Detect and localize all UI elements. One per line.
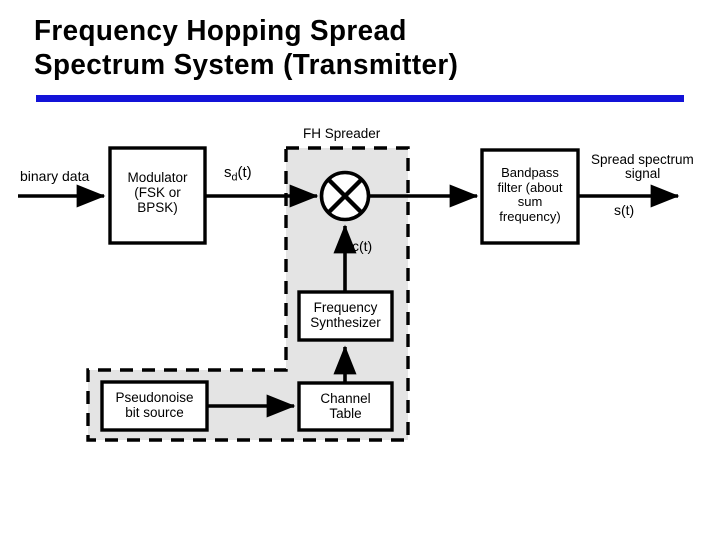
bandpass-line-4: frequency) [499, 208, 561, 224]
label-modulated-tail: (t) [237, 164, 252, 181]
synthesizer-line-2: Synthesizer [310, 315, 381, 330]
modulator-line-1: Modulator [127, 170, 188, 185]
title-underline-rule [36, 95, 684, 102]
block-pseudonoise-source [100, 380, 209, 432]
fh-spreader-shading [88, 148, 408, 440]
block-frequency-synthesizer [297, 290, 394, 342]
block-channel-table [297, 381, 394, 432]
label-modulated-symbol: s [224, 164, 232, 181]
label-modulated-signal: sd(t) [224, 164, 252, 183]
label-binary-data: binary data [20, 168, 90, 184]
synthesizer-line-1: Frequency [313, 300, 378, 315]
block-label-modulator: Modulator (FSK or BPSK) [110, 170, 205, 215]
page-title-line-1: Frequency Hopping Spread [34, 15, 407, 47]
block-label-channel-table: Channel Table [299, 391, 392, 421]
channel-table-line-2: Table [329, 406, 362, 421]
mixer-multiplier-symbol [319, 170, 371, 222]
page-title: Frequency Hopping Spread Spectrum System… [34, 14, 694, 82]
channel-table-line-1: Channel [320, 391, 371, 406]
signal-paths [18, 184, 680, 418]
block-rectangles [100, 146, 580, 432]
block-label-bandpass-filter: Bandpass filter (about sum frequency) [474, 165, 586, 224]
page-title-line-2: Spectrum System (Transmitter) [34, 49, 459, 81]
pseudonoise-line-1: Pseudonoise [115, 390, 194, 405]
block-label-pseudonoise-source: Pseudonoise bit source [102, 390, 207, 420]
block-bandpass-filter [480, 148, 580, 245]
fh-spreader-dashed-outline [86, 146, 410, 442]
fh-spreader-group-label: FH Spreader [303, 126, 381, 141]
label-output-name-line-1: Spread spectrum [591, 152, 694, 167]
block-modulator [108, 146, 207, 245]
modulator-line-2: (FSK or [134, 185, 181, 200]
bandpass-line-1: Bandpass [501, 165, 559, 180]
block-label-frequency-synthesizer: Frequency Synthesizer [292, 300, 399, 330]
label-output-symbol: s(t) [614, 202, 635, 218]
pseudonoise-line-2: bit source [125, 405, 184, 420]
label-modulated-subscript: d [231, 171, 238, 184]
modulator-line-3: BPSK) [137, 200, 178, 215]
label-hop-code: c(t) [352, 238, 373, 254]
label-output-name-line-2: signal [625, 166, 661, 181]
bandpass-line-2: filter (about [497, 179, 563, 195]
bandpass-line-3: sum [517, 194, 543, 209]
